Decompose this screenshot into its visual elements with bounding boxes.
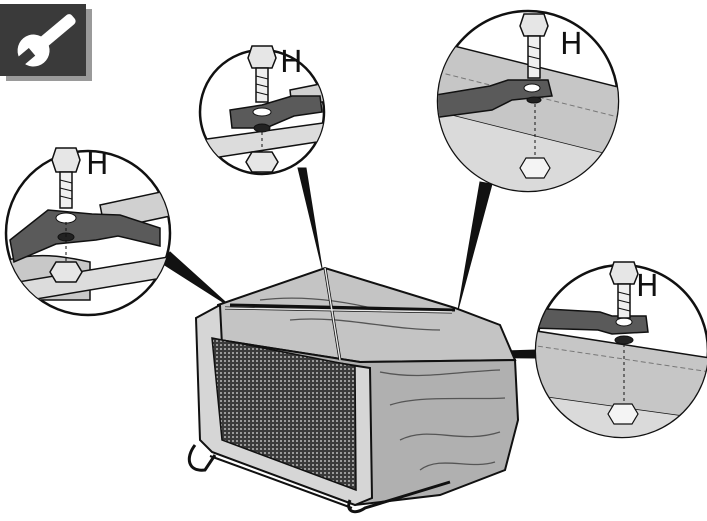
bolt-right [609, 261, 639, 404]
leader-top-right [457, 181, 493, 311]
tool-badge [0, 4, 92, 81]
bag-mesh-panel [211, 337, 357, 492]
callout-label-right: H [636, 269, 659, 304]
bolt-left [51, 147, 81, 262]
nut-top-middle [245, 151, 279, 173]
bracket-left [9, 209, 161, 264]
bracket-top-middle [229, 95, 323, 129]
callout-right: H [534, 261, 707, 439]
callout-label-top-middle: H [280, 45, 303, 80]
leader-top-middle [297, 167, 323, 269]
callout-left: H [4, 147, 172, 317]
leader-left [159, 251, 233, 309]
bracket-right [536, 307, 649, 335]
bolt-top-middle [247, 45, 277, 152]
bag-frame-rail [187, 444, 217, 472]
grass-bag [187, 266, 520, 514]
wrench-icon [15, 14, 76, 68]
nut-right [607, 403, 639, 425]
nut-left [49, 261, 83, 283]
callout-top-middle: H [198, 45, 326, 176]
callout-label-top-right: H [560, 27, 583, 62]
callout-top-right: H [436, 9, 620, 193]
callout-label-left: H [86, 147, 109, 182]
bracket-top-right [438, 79, 553, 119]
nut-top-right [519, 157, 551, 179]
bolt-top-right [519, 13, 549, 158]
